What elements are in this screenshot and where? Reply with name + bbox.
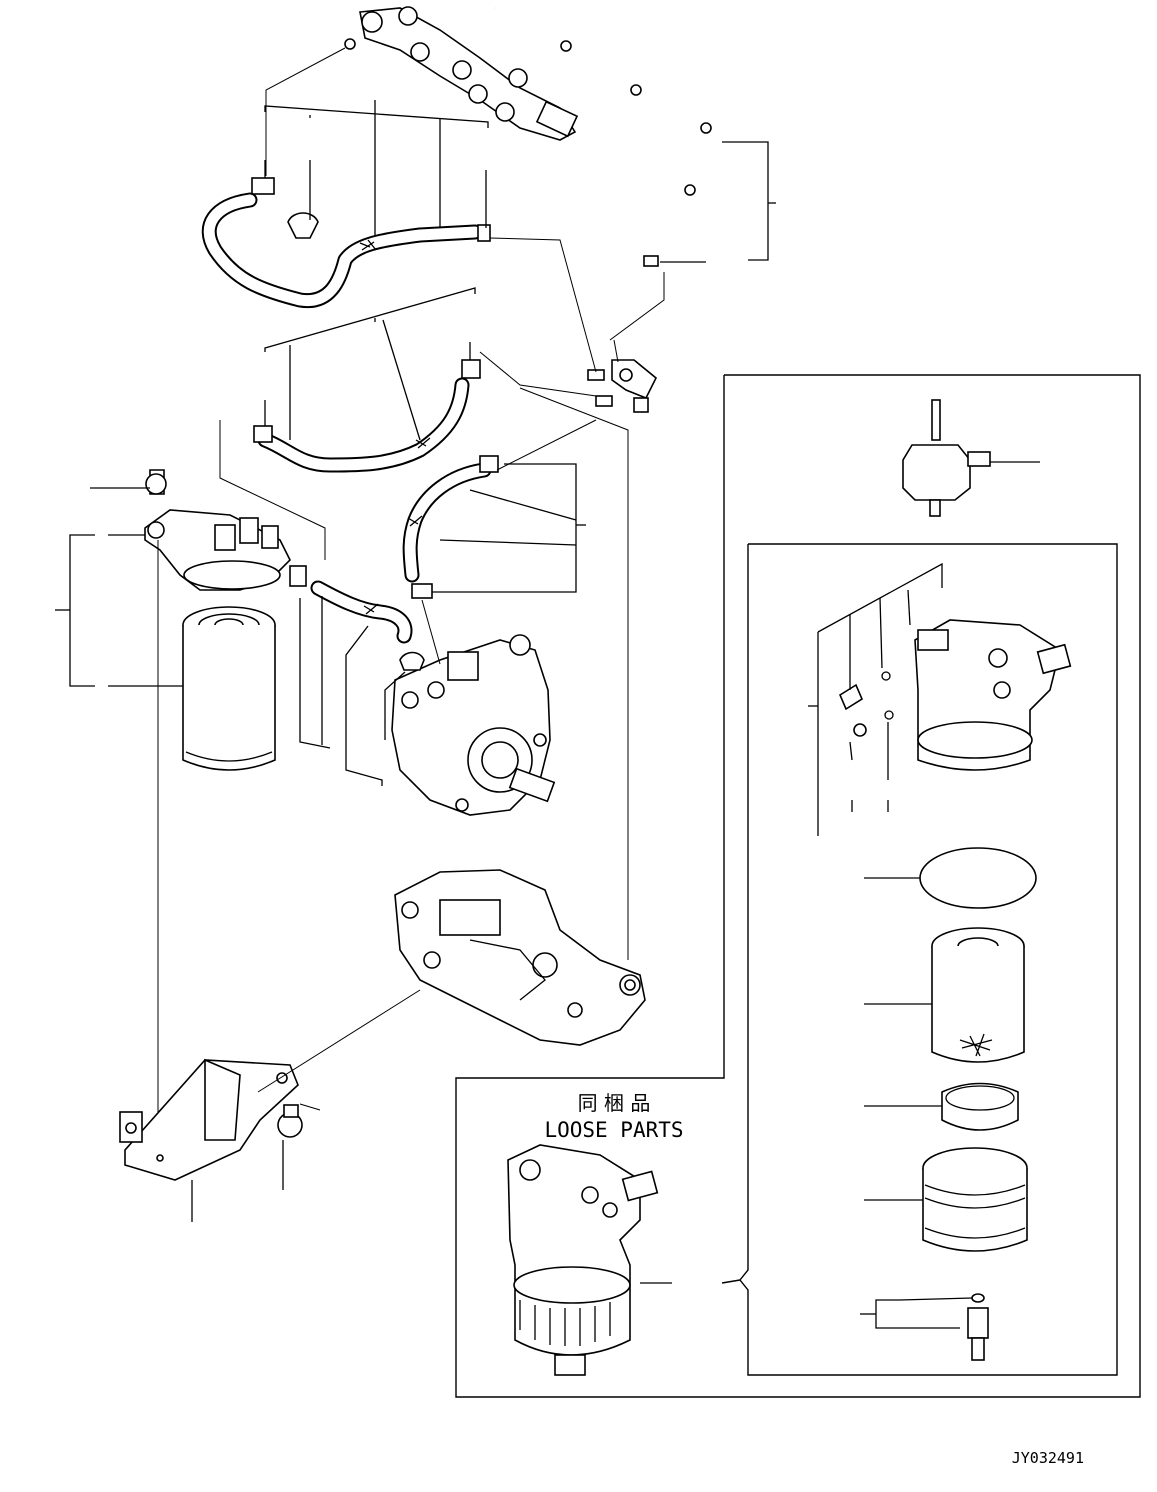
fuel-hose-middle (253, 359, 481, 473)
hose-clip-upper (287, 212, 319, 239)
tee-fitting (587, 339, 658, 413)
drain-plug (967, 1293, 989, 1361)
fuel-filter-assembly (144, 469, 291, 771)
fuel-supply-pump (391, 634, 556, 816)
filter-mounting-bracket (119, 1058, 303, 1181)
bowl (922, 1147, 1028, 1252)
sensor-harness (493, 6, 712, 267)
pressure-sensor (902, 399, 991, 517)
fuel-hose-lower-right (402, 455, 499, 599)
loose-parts-label-jp: 同 梱 品 (578, 1091, 651, 1115)
loose-parts-label-en: LOOSE PARTS (544, 1118, 683, 1142)
fuel-hose-upper (201, 177, 491, 309)
loose-parts-frame (455, 374, 1141, 1398)
common-rail (344, 6, 579, 141)
loose-parts-water-separator (507, 1144, 659, 1376)
leader-lines (55, 47, 1040, 1329)
gasket (919, 847, 1037, 909)
water-separator-head (838, 619, 1072, 771)
seal-ring (941, 1082, 1019, 1131)
fuel-hose-filter-outlet (289, 565, 413, 644)
engine-mount-casting (394, 869, 646, 1046)
drawing-number: JY032491 (1012, 1449, 1084, 1467)
separator-element (931, 927, 1025, 1063)
